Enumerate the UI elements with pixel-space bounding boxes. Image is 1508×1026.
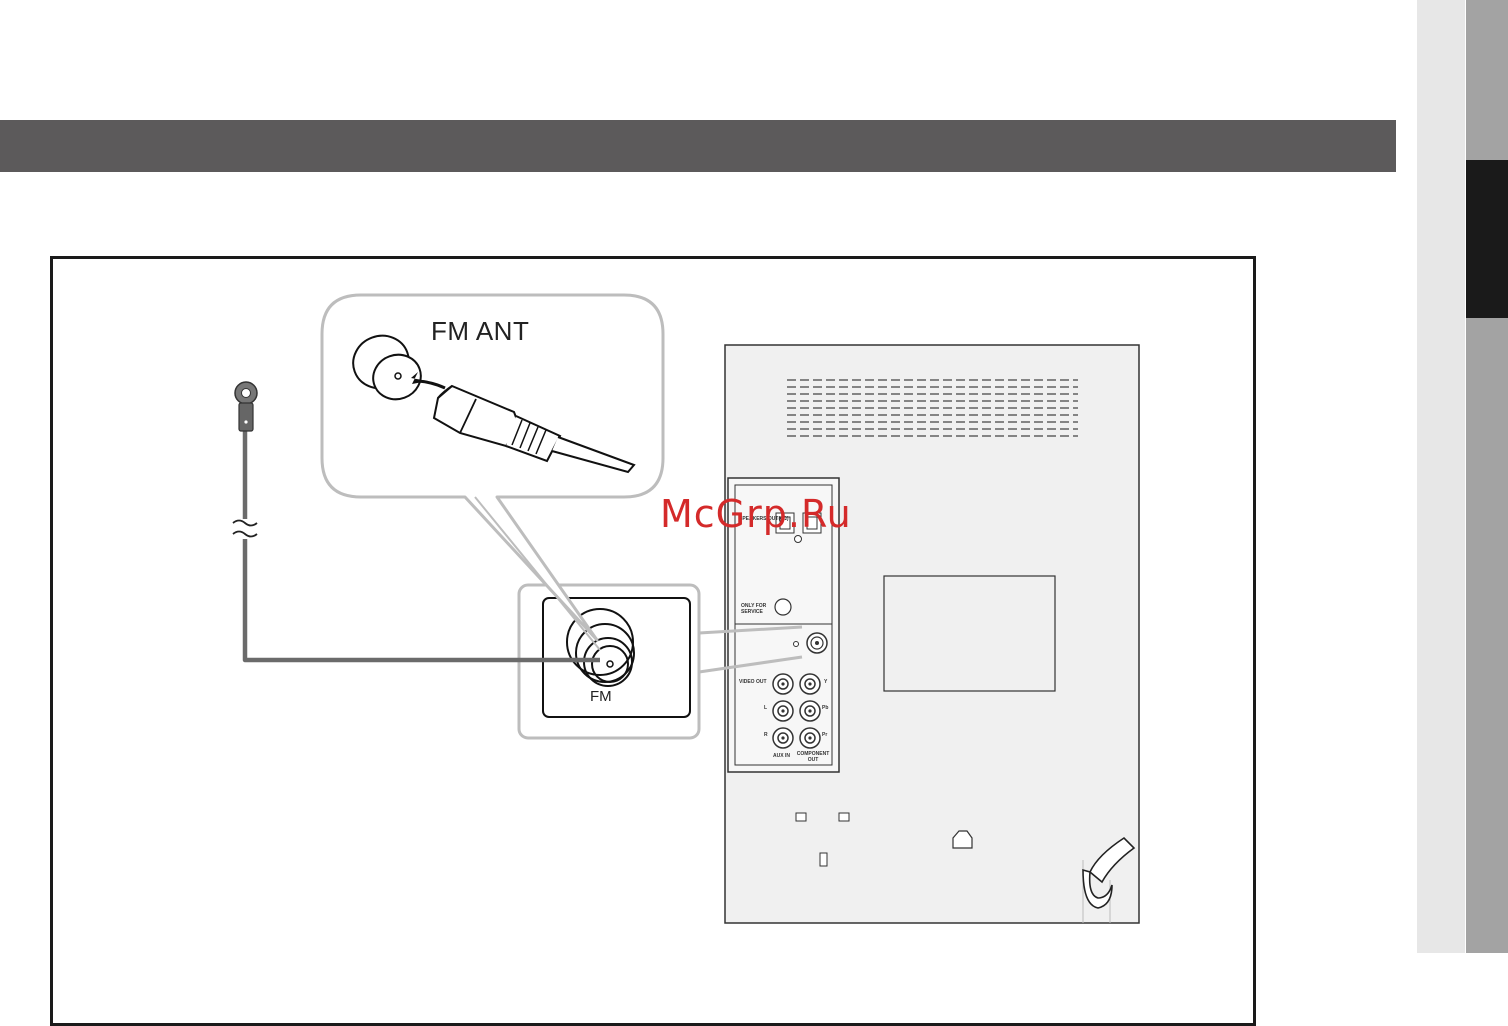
watermark: McGrp.Ru: [660, 492, 852, 536]
fm-jack-label: FM: [590, 688, 612, 705]
fm-ant-label: FM ANT: [431, 316, 529, 347]
rating-label-area: [884, 576, 1055, 691]
component-out-label: COMPONENT OUT: [796, 751, 830, 763]
component-pr-label: Pr: [822, 732, 827, 738]
component-pb-label: Pb: [822, 705, 828, 711]
aux-l-label: L: [764, 705, 767, 711]
service-port-label: ONLY FOR SERVICE: [741, 603, 773, 615]
aux-r-label: R: [764, 732, 768, 738]
aux-in-label: AUX IN: [773, 753, 790, 759]
service-port: [775, 599, 791, 615]
antenna-connector-icon: [235, 382, 257, 431]
component-y-label: Y: [824, 679, 827, 685]
video-out-label: VIDEO OUT: [739, 679, 767, 685]
